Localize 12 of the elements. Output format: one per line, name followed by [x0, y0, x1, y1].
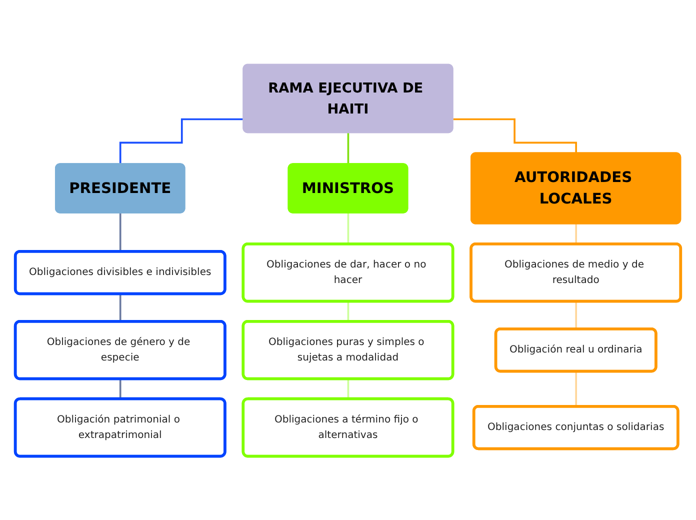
connector — [575, 223, 578, 245]
connector — [119, 378, 122, 400]
connector — [119, 293, 122, 322]
connector — [347, 378, 350, 400]
connector — [347, 300, 350, 322]
connector — [347, 132, 350, 165]
connector — [347, 212, 350, 245]
connector — [575, 370, 578, 408]
connector — [453, 118, 578, 154]
connector — [119, 118, 244, 165]
connector — [119, 212, 122, 252]
connector — [575, 300, 578, 330]
